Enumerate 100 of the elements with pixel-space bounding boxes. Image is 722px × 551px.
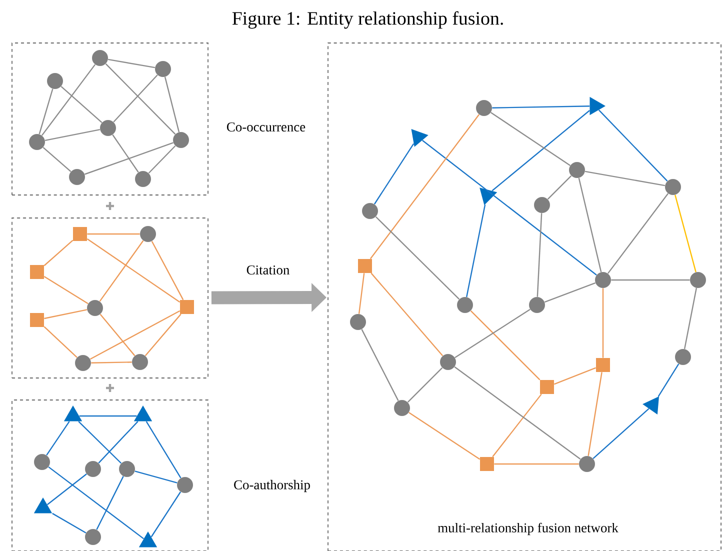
network-link — [84, 142, 174, 175]
circle-node — [135, 171, 151, 187]
circle-node — [529, 297, 545, 313]
network-link — [48, 466, 144, 540]
network-link — [361, 329, 399, 401]
circle-node — [85, 529, 101, 545]
network-link — [598, 110, 668, 182]
network-link — [146, 421, 182, 478]
circle-node — [92, 50, 108, 66]
network-link — [584, 170, 666, 186]
square-node — [596, 358, 610, 372]
triangle-node — [480, 188, 498, 206]
circle-node — [34, 454, 50, 470]
triangle-node — [411, 128, 428, 147]
network-link — [422, 140, 597, 276]
network-panel: Co-occurrence — [12, 42, 306, 196]
network-link — [536, 213, 542, 297]
network-link — [554, 367, 596, 385]
network-link — [79, 415, 137, 417]
circle-node — [87, 300, 103, 316]
square-node — [480, 457, 494, 471]
network-link — [52, 512, 86, 534]
network-link — [41, 64, 96, 136]
network-link — [454, 366, 581, 460]
circle-node — [665, 179, 681, 195]
circle-node — [29, 134, 45, 150]
network-link — [607, 193, 669, 274]
circle-node — [119, 461, 135, 477]
network-link — [44, 309, 88, 320]
network-link — [408, 412, 480, 460]
circle-node — [177, 477, 193, 493]
network-link — [44, 326, 78, 358]
network-link — [78, 421, 122, 464]
network-link — [44, 276, 88, 304]
node-label: Co-occurrence — [226, 122, 306, 132]
network-link — [544, 282, 596, 303]
network-link — [144, 314, 182, 356]
triangle-node — [590, 96, 606, 116]
network-link — [492, 394, 542, 458]
circle-node — [173, 132, 189, 148]
network-link — [90, 310, 180, 360]
network-link — [602, 288, 604, 358]
network-link — [112, 134, 139, 173]
network-link — [674, 194, 696, 272]
network-link — [151, 240, 184, 300]
network-panel: multi-relationship fusion network — [328, 42, 722, 551]
circle-node — [394, 400, 410, 416]
circle-node — [690, 272, 706, 288]
circle-node — [476, 100, 492, 116]
triangle-node — [64, 406, 82, 422]
network-link — [658, 364, 680, 397]
network-link — [46, 421, 70, 456]
network-link — [358, 273, 365, 314]
network-link — [44, 240, 74, 266]
circle-node — [132, 354, 148, 370]
circle-node — [100, 120, 116, 136]
square-node — [73, 227, 87, 241]
triangle-node — [134, 406, 152, 422]
circle-node — [350, 314, 366, 330]
circle-node — [47, 73, 63, 89]
circle-node — [362, 203, 378, 219]
network-link — [60, 86, 102, 123]
network-link — [466, 204, 486, 298]
circle-node — [579, 456, 595, 472]
network-link — [38, 88, 54, 134]
network-link — [113, 74, 158, 122]
network-link — [684, 288, 698, 350]
network-link — [370, 272, 444, 356]
triangle-node — [138, 532, 158, 548]
network-link — [99, 240, 144, 302]
circle-node — [85, 461, 101, 477]
network-link — [100, 314, 136, 356]
network-link — [87, 233, 140, 235]
network-link — [611, 279, 690, 281]
circle-node — [140, 226, 156, 242]
network-link — [91, 362, 132, 364]
network-link — [98, 421, 138, 464]
square-node — [540, 380, 554, 394]
network-link — [492, 106, 590, 108]
circle-node — [595, 272, 611, 288]
network-link — [494, 463, 579, 465]
network-panel: Citation — [12, 218, 290, 378]
circle-node — [155, 61, 171, 77]
circle-node — [534, 197, 550, 213]
circle-node — [440, 354, 456, 370]
network-link — [42, 146, 72, 172]
node-label: Citation — [246, 265, 290, 275]
network-link — [470, 310, 540, 380]
network-link — [164, 76, 180, 132]
square-node — [30, 313, 44, 327]
network-link — [374, 143, 414, 204]
network-link — [490, 112, 571, 166]
square-node — [358, 259, 372, 273]
circle-node — [75, 355, 91, 371]
figure-title: Figure 1: Entity relationship fusion. — [232, 11, 503, 29]
network-link — [454, 308, 530, 358]
square-node — [180, 300, 194, 314]
circle-node — [569, 162, 585, 178]
network-link — [547, 175, 572, 200]
network-link — [578, 178, 602, 272]
